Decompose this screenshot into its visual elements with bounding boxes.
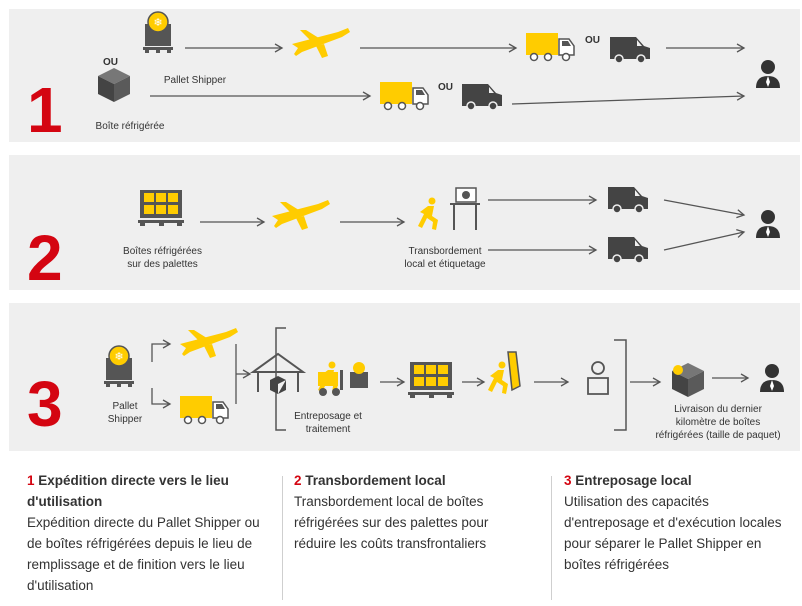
boxes-on-pallet-icon	[408, 362, 454, 398]
or-label: OU	[103, 57, 118, 68]
column-divider	[282, 476, 283, 600]
arrow	[151, 339, 172, 362]
column-body: Utilisation des capacités d'entreposage …	[564, 494, 782, 572]
or-label: OU	[438, 82, 453, 93]
column-body: Transbordement local de boîtes réfrigéré…	[294, 494, 489, 551]
row-number-1: 1	[27, 74, 63, 146]
operator-icon	[591, 361, 605, 375]
column-local-transshipment: 2 Transbordement local Transbordement lo…	[294, 470, 534, 554]
column-title: Entreposage local	[575, 473, 692, 488]
row1-panel	[9, 9, 800, 142]
column-number: 1	[27, 473, 35, 488]
boxes-on-pallet-icon	[138, 190, 184, 226]
warehouse-icon	[249, 352, 307, 373]
column-divider	[551, 476, 552, 600]
row-number-2: 2	[27, 222, 63, 294]
column-body: Expédition directe du Pallet Shipper ou …	[27, 515, 260, 593]
column-number: 3	[564, 473, 572, 488]
pallet-shipper-label: Pallet Shipper	[163, 75, 227, 86]
process-diagram: ❄	[9, 9, 800, 451]
arrow	[663, 229, 746, 251]
column-direct-shipping: 1 Expédition directe vers le lieu d'util…	[27, 470, 267, 596]
row3-panel	[9, 303, 800, 451]
arrow	[663, 199, 746, 219]
arrow	[151, 388, 172, 409]
arrow	[235, 344, 250, 404]
column-title: Transbordement local	[305, 473, 446, 488]
column-local-warehousing: 3 Entreposage local Utilisation des capa…	[564, 470, 794, 575]
arrow	[511, 91, 746, 105]
column-number: 2	[294, 473, 302, 488]
row-number-3: 3	[27, 368, 63, 440]
cold-box-label: Boîte réfrigérée	[95, 121, 165, 132]
or-label: OU	[585, 35, 600, 46]
column-title: Expédition directe vers le lieu d'utilis…	[27, 473, 229, 509]
